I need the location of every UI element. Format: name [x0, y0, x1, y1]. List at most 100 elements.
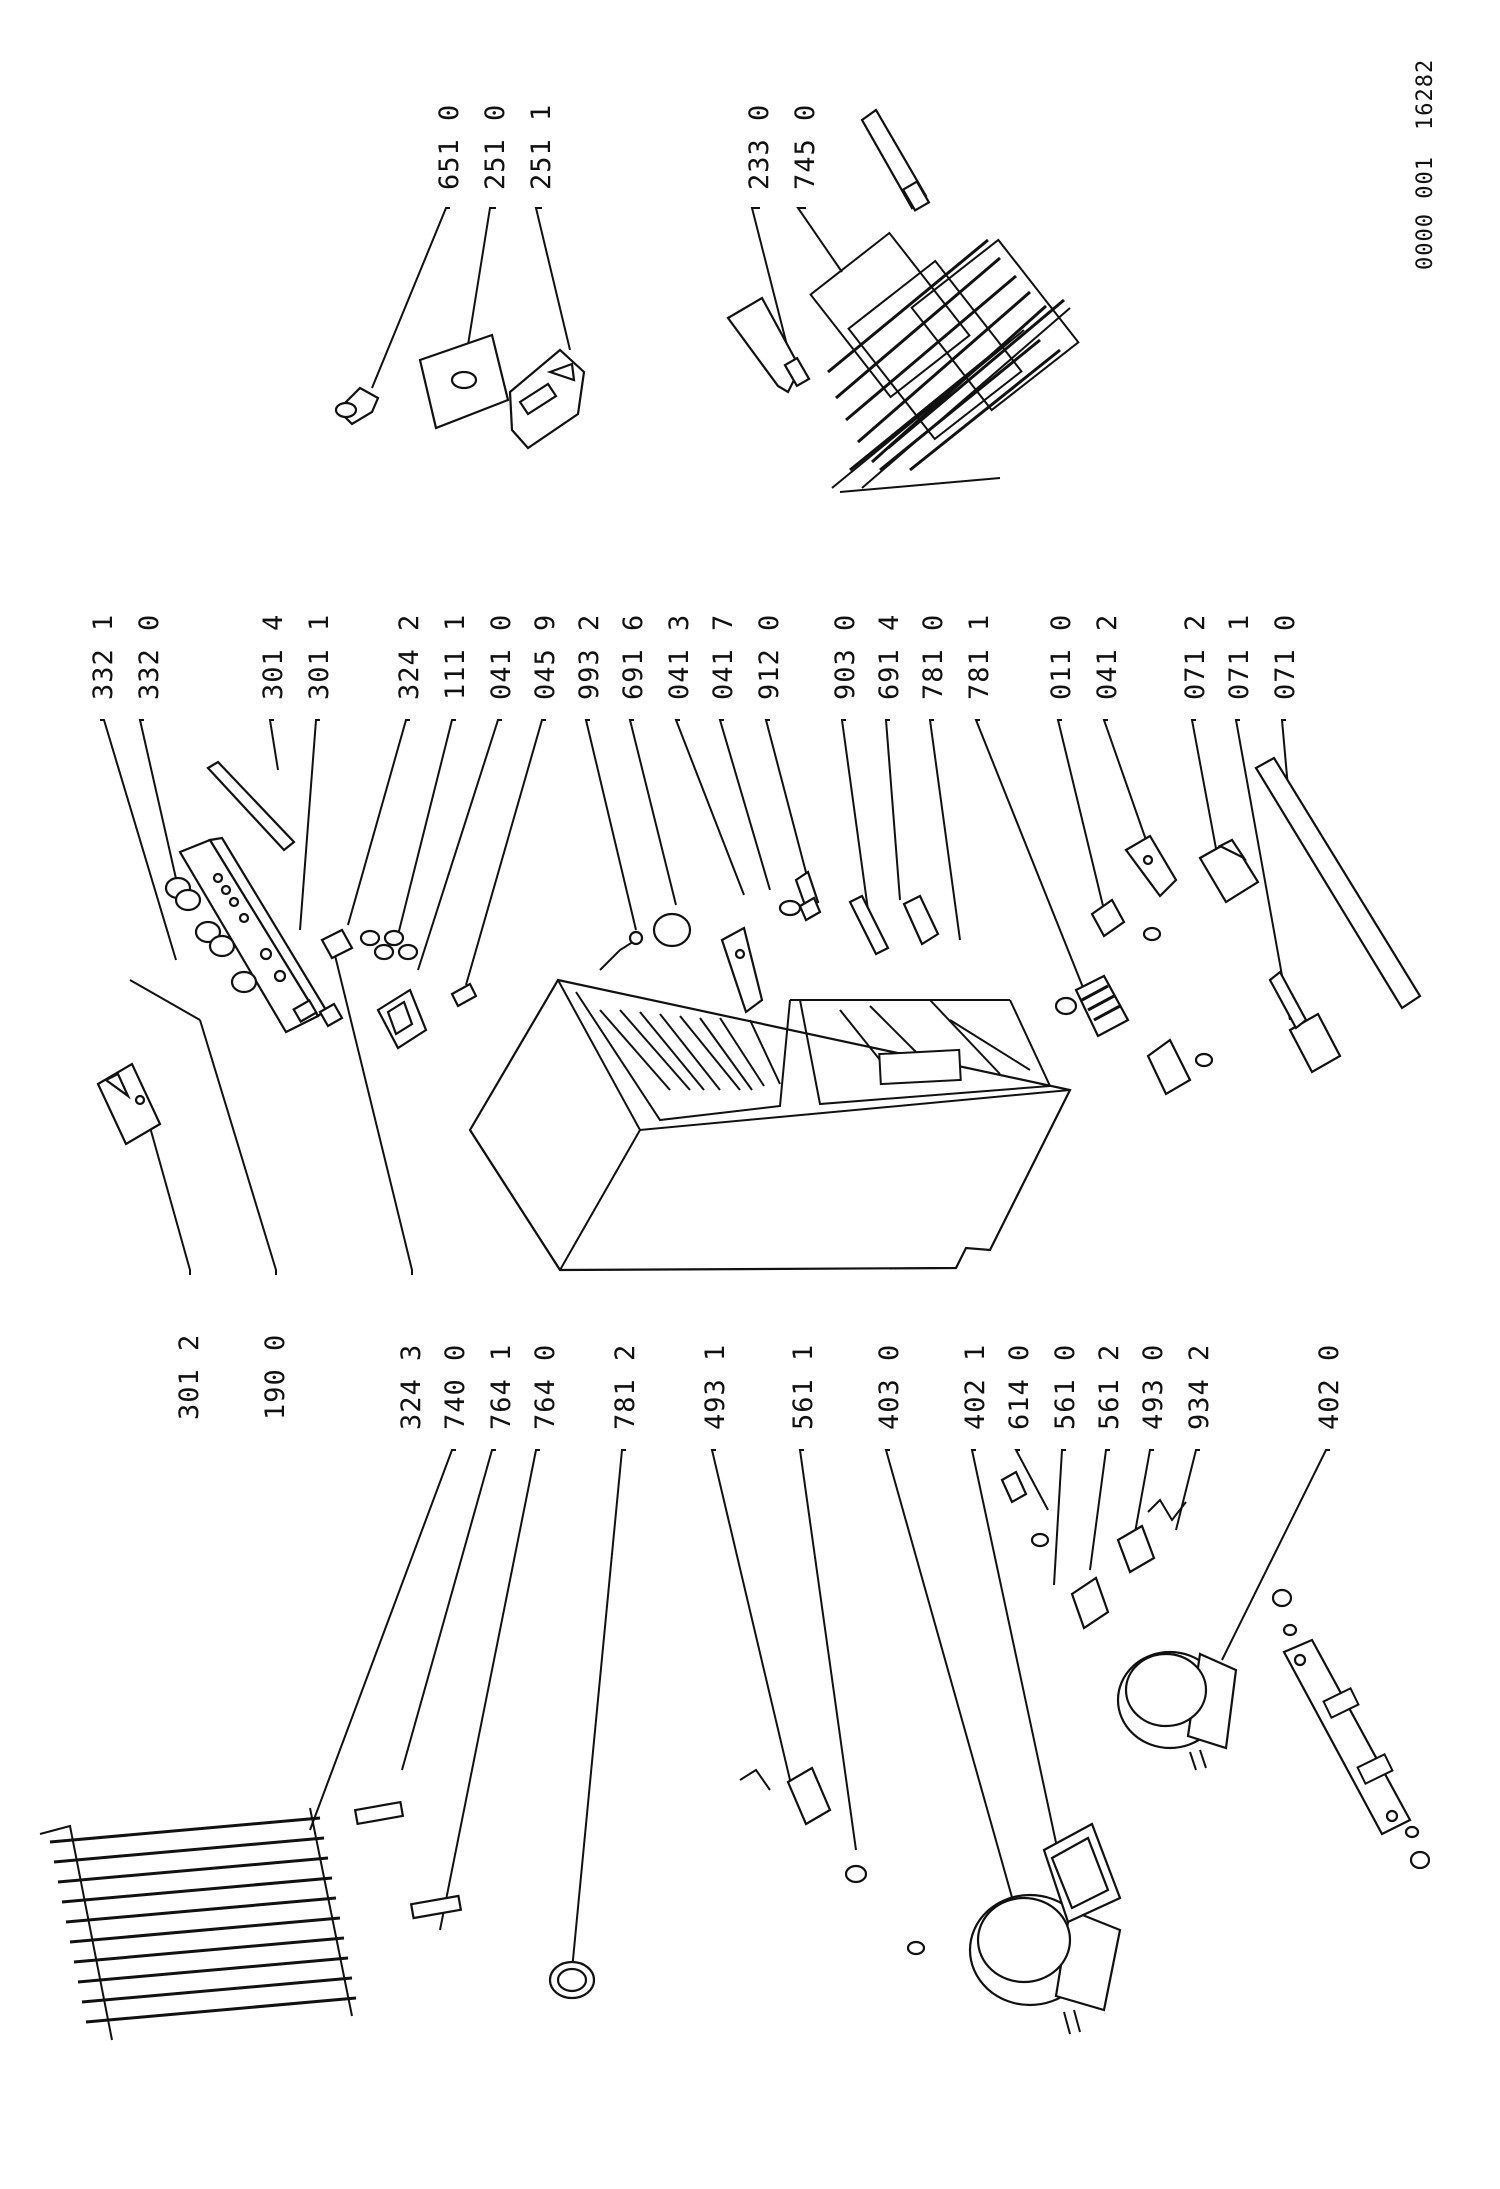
part-label-045-9: 045 9 [530, 614, 561, 700]
washer-041-7 [778, 899, 802, 917]
part-number-text: 332 1 [88, 614, 119, 700]
part-label-332-1: 332 1 [88, 614, 119, 700]
reference-code-text: 0000 001 [1413, 156, 1438, 270]
part-number-text: 903 0 [830, 614, 861, 700]
part-number-text: 301 4 [258, 614, 289, 700]
hinge-041-2 [1124, 834, 1178, 898]
base-plate [1282, 1638, 1412, 1836]
part-label-041-3: 041 3 [664, 614, 695, 700]
handle-903 [848, 894, 890, 956]
condenser-coil [39, 1807, 357, 2041]
part-number-text: 041 2 [1092, 614, 1123, 700]
part-label-993-2: 993 2 [574, 614, 605, 700]
cover-781 [1054, 974, 1130, 1038]
part-label-403-0: 403 0 [874, 1344, 905, 1430]
plinth-071-0 [1254, 756, 1422, 1010]
compressor-403 [968, 1893, 1122, 2035]
part-label-402-0: 402 0 [1314, 1344, 1345, 1430]
part-number-text: 233 0 [744, 104, 775, 190]
cable [129, 979, 201, 1021]
part-label-190-0: 190 0 [260, 1334, 291, 1420]
hinge-middle [1146, 1038, 1214, 1096]
part-label-561-2: 561 2 [1094, 1344, 1125, 1430]
part-number-text: 111 1 [440, 614, 471, 700]
part-label-561-1: 561 1 [788, 1344, 819, 1430]
part-number-text: 691 4 [874, 614, 905, 700]
part-label-071-1: 071 1 [1224, 614, 1255, 700]
part-label-233-0: 233 0 [744, 104, 775, 190]
ring-781-2 [548, 1960, 596, 2000]
part-label-781-0: 781 0 [918, 614, 949, 700]
foot-071-1 [1288, 1012, 1342, 1074]
lamp-cover-plate [418, 333, 510, 430]
part-number-text: 740 0 [440, 1344, 471, 1430]
lamp-housing [508, 348, 586, 450]
part-label-912-0: 912 0 [754, 614, 785, 700]
part-number-text: 934 2 [1184, 1344, 1215, 1430]
part-label-493-1: 493 1 [700, 1344, 731, 1430]
control-bracket [96, 1062, 162, 1146]
part-label-402-1: 402 1 [960, 1344, 991, 1430]
part-label-301-4: 301 4 [258, 614, 289, 700]
part-label-614-0: 614 0 [1004, 1344, 1035, 1430]
part-label-781-1: 781 1 [964, 614, 995, 700]
part-label-764-0: 764 0 [530, 1344, 561, 1430]
part-label-041-0: 041 0 [486, 614, 517, 700]
part-label-651-0: 651 0 [434, 104, 465, 190]
part-number-text: 045 9 [530, 614, 561, 700]
part-label-691-4: 691 4 [874, 614, 905, 700]
part-label-041-7: 041 7 [708, 614, 739, 700]
part-number-text: 403 0 [874, 1344, 905, 1430]
wire-shelf-rack [809, 231, 1080, 493]
part-label-934-2: 934 2 [1184, 1344, 1215, 1430]
part-614 [1000, 1470, 1028, 1504]
part-number-text: 493 1 [700, 1344, 731, 1430]
trim-strip [206, 760, 296, 852]
sensor-993 [599, 930, 644, 971]
grommets [1271, 1588, 1431, 1870]
screws-912 [794, 870, 822, 922]
part-label-332-0: 332 0 [134, 614, 165, 700]
part-number-text: 332 0 [134, 614, 165, 700]
part-number-text: 402 0 [1314, 1344, 1345, 1430]
push-buttons [359, 929, 419, 961]
part-label-781-2: 781 2 [610, 1344, 641, 1430]
part-number-text: 071 2 [1180, 614, 1211, 700]
part-number-text: 041 3 [664, 614, 695, 700]
filter-tube-740 [353, 1800, 405, 1826]
part-number-text: 493 0 [1138, 1344, 1169, 1430]
reference-code: 0000 001 [1413, 156, 1438, 270]
part-label-324-3: 324 3 [396, 1344, 427, 1430]
part-label-301-1: 301 1 [304, 614, 335, 700]
part-number-text: 561 1 [788, 1344, 819, 1430]
part-number-text: 781 0 [918, 614, 949, 700]
small-plate [320, 928, 354, 960]
part-label-301-2: 301 2 [174, 1334, 205, 1420]
part-label-691-6: 691 6 [618, 614, 649, 700]
hinge-011 [1090, 898, 1162, 942]
part-number-text: 071 1 [1224, 614, 1255, 700]
part-label-251-1: 251 1 [526, 104, 557, 190]
part-number-text: 190 0 [260, 1334, 291, 1420]
part-label-493-0: 493 0 [1138, 1344, 1169, 1430]
part-number-text: 651 0 [434, 104, 465, 190]
screw-045 [450, 982, 478, 1008]
fitting-561-2 [1070, 1576, 1110, 1630]
part-label-071-0: 071 0 [1270, 614, 1301, 700]
part-label-561-0: 561 0 [1050, 1344, 1081, 1430]
drawing-number-text: 16282 [1413, 59, 1438, 130]
hinge-041-3 [720, 926, 764, 1014]
part-number-text: 071 0 [1270, 614, 1301, 700]
part-number-text: 324 3 [396, 1344, 427, 1430]
foot-071-2 [1198, 838, 1260, 904]
part-number-text: 301 1 [304, 614, 335, 700]
leg-071-1 [1268, 970, 1308, 1030]
plate-402-1 [1042, 1822, 1122, 1924]
compressor-402 [1116, 1650, 1238, 1771]
part-number-text: 561 0 [1050, 1344, 1081, 1430]
part-number-text: 041 7 [708, 614, 739, 700]
part-label-251-0: 251 0 [480, 104, 511, 190]
part-number-text: 251 1 [526, 104, 557, 190]
control-knobs [164, 876, 258, 994]
